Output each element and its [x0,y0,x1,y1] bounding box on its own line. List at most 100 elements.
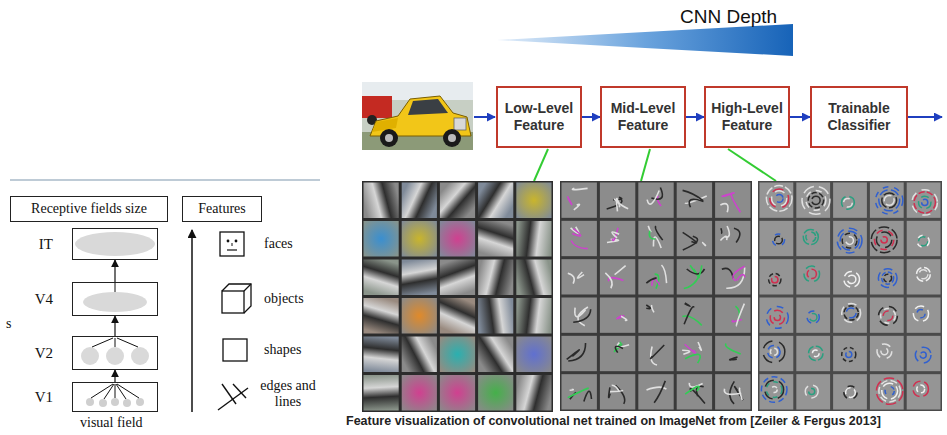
filter-cell [638,259,673,294]
filter-stroke [682,350,690,354]
filter-cell [638,336,673,371]
filter-cell [440,221,475,257]
filter-ring [882,383,898,399]
filter-stroke [726,268,744,289]
filter-stroke [572,188,587,189]
output-arrow [907,116,942,118]
filter-ring [775,195,783,203]
filter-stroke [698,342,701,350]
filter-stroke [652,279,660,286]
filter-cell [600,259,635,294]
axis-label: visual field [80,415,143,431]
area-label: V1 [35,389,53,406]
filter-stroke [646,305,650,309]
filter-cell [796,259,830,294]
filter-cell [600,374,635,409]
filter-cell [516,260,551,296]
filter-cell [870,259,904,294]
filter-ring [765,380,784,399]
filter-cell [796,221,830,256]
filter-ring [882,272,894,284]
filter-ring [766,306,788,328]
filter-ring [844,386,857,399]
filter-cell [516,183,551,219]
filter-ring [842,196,855,209]
filter-stroke [568,273,574,283]
filter-cell [907,221,941,256]
flow-arrow [686,116,704,118]
filter-ring [809,346,823,360]
flow-arrow [790,116,810,118]
filter-ring [812,196,820,204]
feature-label: shapes [264,342,301,358]
filter-cell [715,336,750,371]
filter-cell [638,374,673,409]
filter-ring [846,308,856,318]
filter-cell [402,298,437,334]
filter-stroke [584,391,592,401]
flow-arrow [114,260,115,282]
leader-line [534,149,548,181]
filter-ring [846,351,852,357]
filter-ring [912,190,937,215]
filter-stroke [574,204,580,209]
filter-stroke [652,305,654,312]
filter-cell [715,374,750,409]
filter-ring [766,186,792,212]
filter-ring [885,387,894,396]
area-label: V2 [35,345,53,362]
filter-cell [562,183,597,218]
filter-ring [920,352,926,358]
filter-cell [364,375,399,411]
filter-cell [440,337,475,373]
filter-stroke [654,381,665,403]
filter-ring [874,230,893,249]
filter-ring [878,269,897,288]
filter-cell [364,221,399,257]
filter-ring [770,310,784,324]
filter-cell [638,183,673,218]
box-label: Trainable Classifier [815,100,903,135]
filter-ring [809,313,817,321]
filter-cell [677,298,712,333]
filter-cell [478,221,513,257]
filter-cell [760,221,794,256]
filter-cell [638,298,673,333]
filter-cell [562,374,597,409]
filter-cell [562,298,597,333]
filter-cell [833,221,867,256]
filter-grid [758,181,942,411]
box-label: Low-Level Feature [501,100,577,135]
filter-cell [600,221,635,256]
cortex-area-box: V4 [72,282,158,316]
filter-stroke [720,204,728,213]
filter-cell [516,298,551,334]
car-photo [362,82,473,150]
filter-stroke [685,386,699,394]
filter-stroke [685,344,696,353]
cortex-area-box: V2 [72,336,158,370]
filter-cell [440,260,475,296]
stray-letter: s [6,316,11,332]
filter-cell [364,183,399,219]
filter-cell [402,337,437,373]
filter-ring [808,193,823,208]
filter-ring [842,303,861,322]
filter-stroke [570,389,574,390]
process-box: Mid-Level Feature [600,86,686,148]
filter-ring [847,275,855,283]
filter-cell [907,183,941,218]
filter-ring [844,198,853,207]
filter-stroke [577,272,584,278]
filter-stroke [731,193,740,212]
filter-stroke [736,304,744,326]
filter-stroke [685,354,700,363]
filter-cell [715,259,750,294]
filter-stroke [573,309,590,322]
filter-stroke [655,226,662,240]
filter-cell [440,298,475,334]
filter-cell [600,298,635,333]
filter-cell [600,183,635,218]
cortex-area-box: IT [72,228,158,260]
